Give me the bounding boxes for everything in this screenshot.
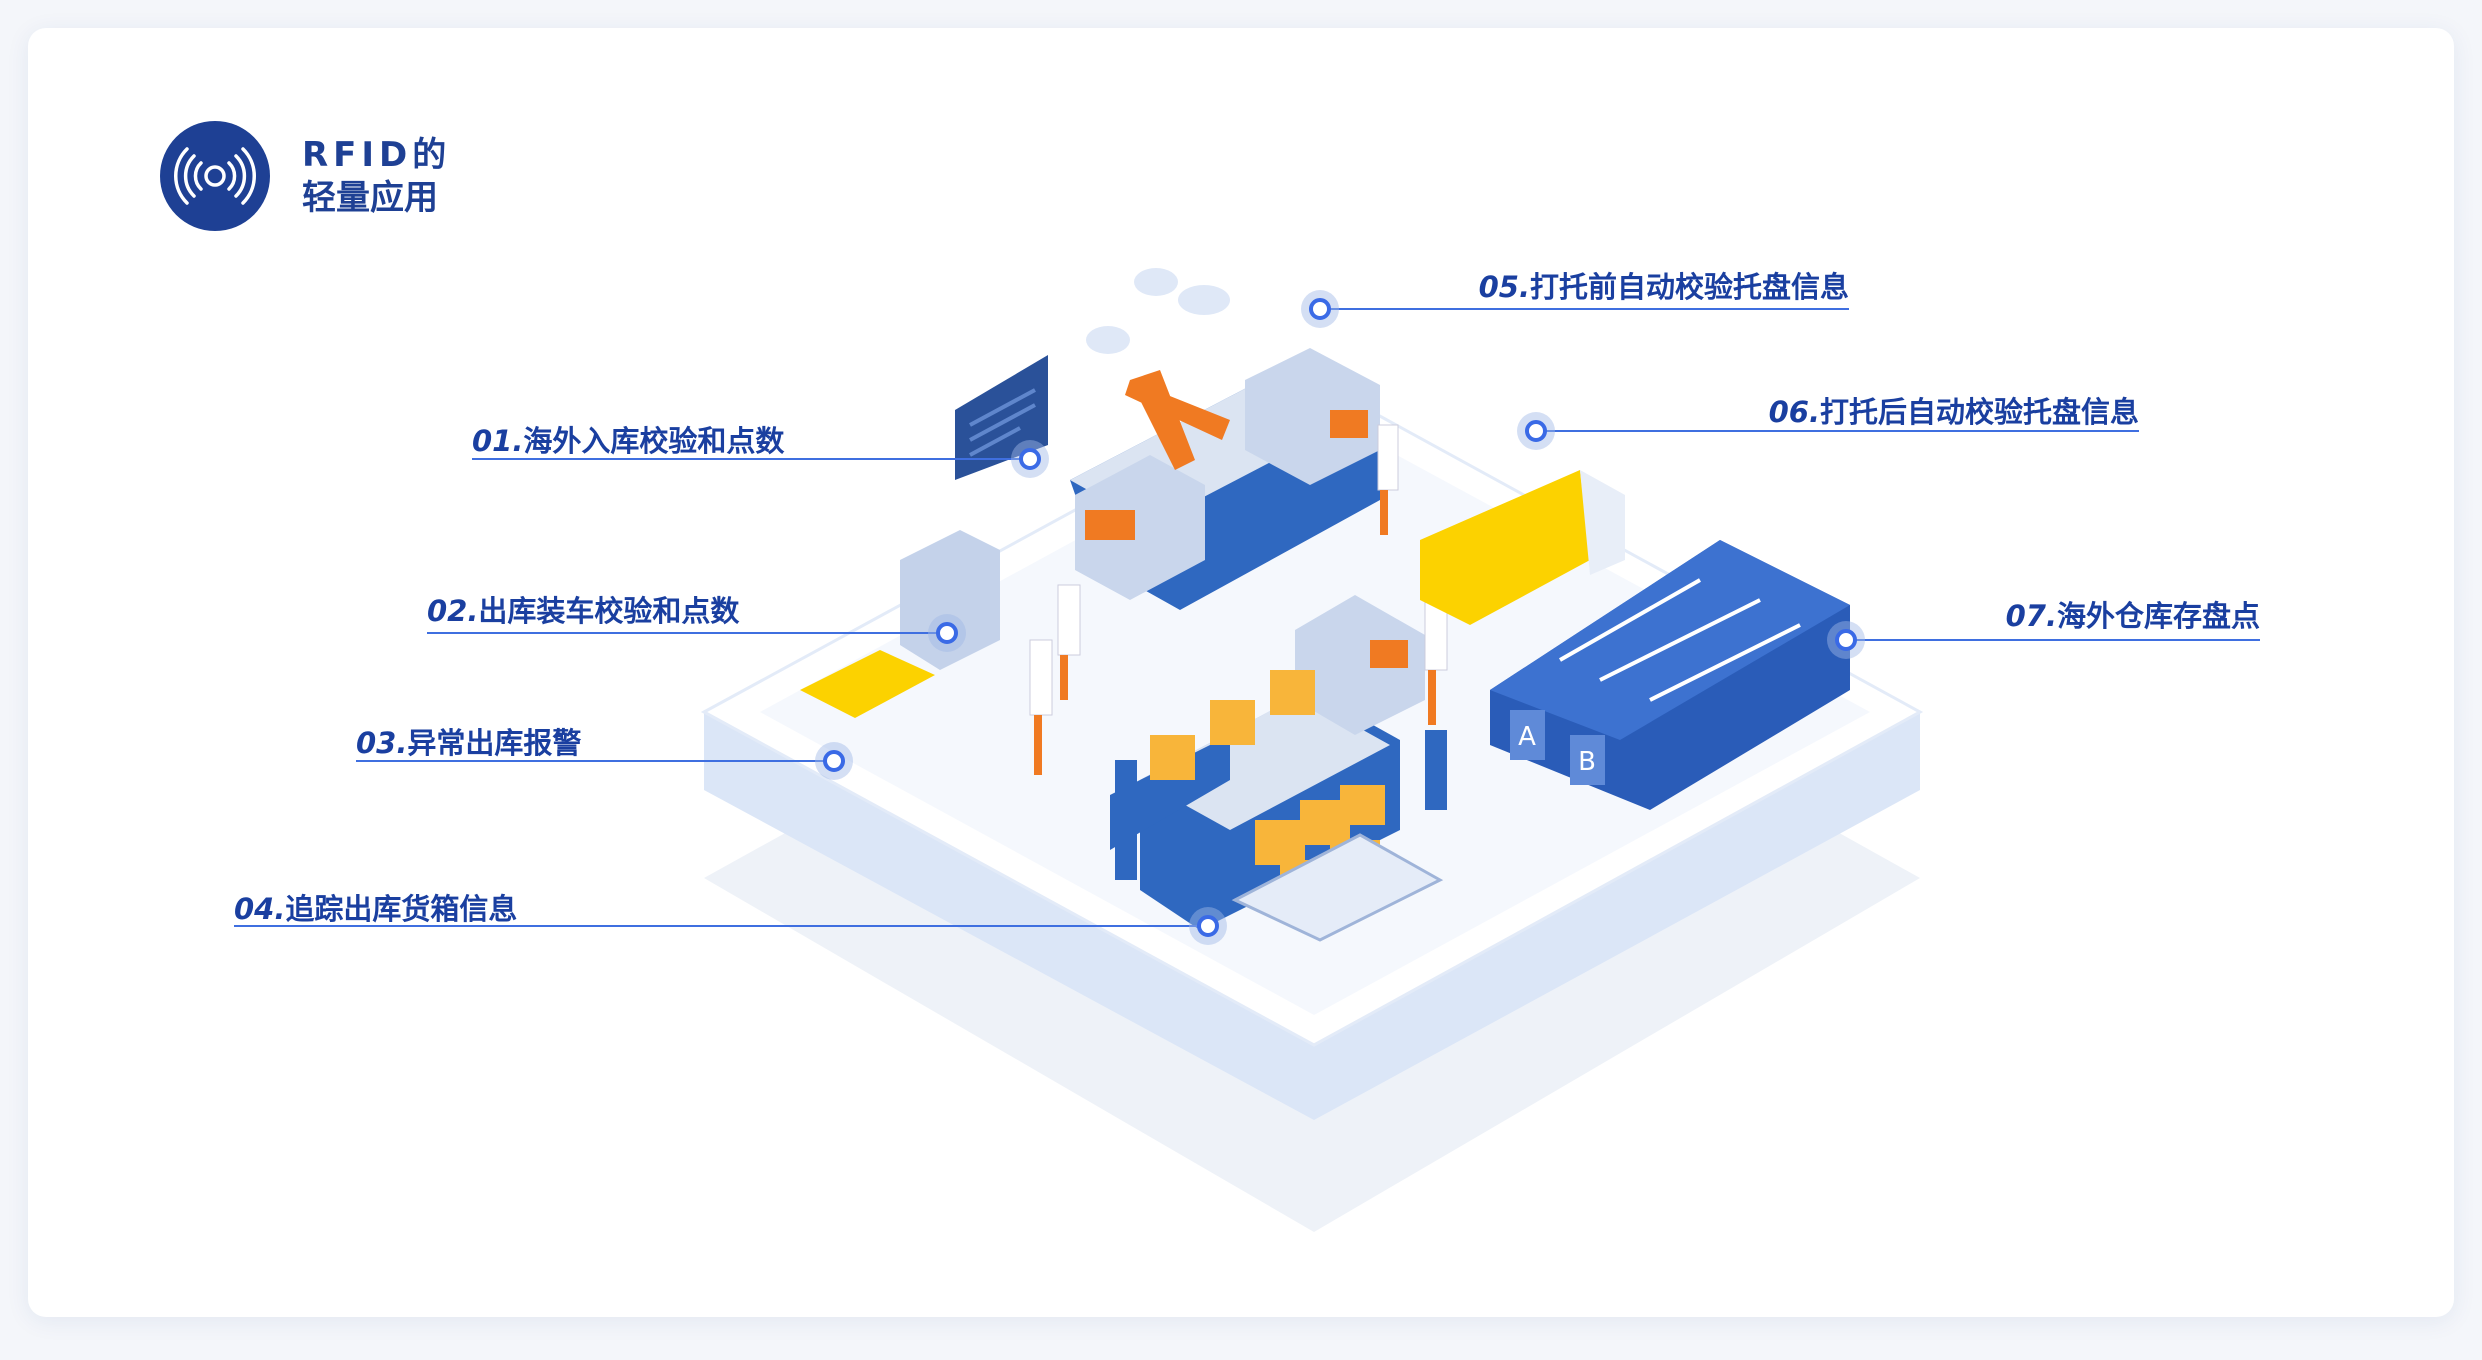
- hotspot-dot[interactable]: [823, 750, 845, 772]
- callout-number: 02.: [427, 594, 479, 628]
- cabinet: [900, 530, 1000, 670]
- title-line-1: RFID的: [302, 135, 452, 175]
- page-title: RFID的 轻量应用: [302, 134, 451, 220]
- leader-line: [427, 632, 947, 634]
- scanner-gate: [1075, 348, 1425, 735]
- rfid-logo: [160, 121, 270, 231]
- callout-label: 06.打托后自动校验托盘信息: [1769, 389, 2139, 431]
- hotspot-dot[interactable]: [1309, 298, 1331, 320]
- truck: [1420, 470, 1590, 625]
- callout-text: 追踪出库货箱信息: [285, 892, 518, 926]
- title-line-2: 轻量应用: [302, 178, 438, 218]
- hotspot-dot[interactable]: [936, 622, 958, 644]
- leader-line: [356, 760, 834, 762]
- hotspot-dot[interactable]: [1019, 448, 1041, 470]
- cloud-icons: [1086, 268, 1230, 354]
- hotspot-dot[interactable]: [1525, 420, 1547, 442]
- rfid-signal-icon: [173, 147, 257, 205]
- callout-text: 海外入库校验和点数: [523, 424, 785, 458]
- keypad: [800, 650, 935, 718]
- callout-number: 07.: [2005, 599, 2057, 633]
- platform-side: [704, 712, 1920, 1120]
- callout-number: 05.: [1478, 270, 1530, 304]
- callout-label: 07.海外仓库存盘点: [2006, 593, 2260, 635]
- callout-text: 打托后自动校验托盘信息: [1819, 395, 2139, 429]
- callout-label: 05.打托前自动校验托盘信息: [1479, 264, 1849, 306]
- cart: [1231, 833, 1444, 942]
- conveyor-3: [1110, 735, 1230, 850]
- warehouse-door-a: [1510, 710, 1545, 760]
- callout-number: 06.: [1768, 395, 1820, 429]
- leader-line: [1320, 308, 1849, 310]
- door-label-b: B: [1578, 747, 1596, 777]
- door-label-a: A: [1518, 722, 1536, 752]
- callout-label: 04.追踪出库货箱信息: [234, 886, 517, 928]
- hotspot-dot[interactable]: [1835, 629, 1857, 651]
- callout-text: 出库装车校验和点数: [478, 594, 740, 628]
- leader-line: [1846, 639, 2260, 641]
- callout-number: 01.: [472, 424, 524, 458]
- robot-arm: [1125, 370, 1230, 470]
- callout-text: 异常出库报警: [407, 726, 582, 760]
- callout-label: 02.出库装车校验和点数: [427, 588, 739, 630]
- leader-line: [234, 925, 1208, 927]
- callout-label: 01.海外入库校验和点数: [472, 418, 784, 460]
- callout-label: 03.异常出库报警: [356, 720, 581, 762]
- leader-line: [1536, 430, 2139, 432]
- callout-text: 打托前自动校验托盘信息: [1529, 270, 1849, 304]
- callout-number: 04.: [234, 892, 286, 926]
- callout-text: 海外仓库存盘点: [2056, 599, 2260, 633]
- leader-line: [472, 458, 1030, 460]
- workers: [1029, 424, 1448, 880]
- callout-number: 03.: [356, 726, 408, 760]
- warehouse-door-b: [1570, 735, 1605, 785]
- hotspot-dot[interactable]: [1197, 915, 1219, 937]
